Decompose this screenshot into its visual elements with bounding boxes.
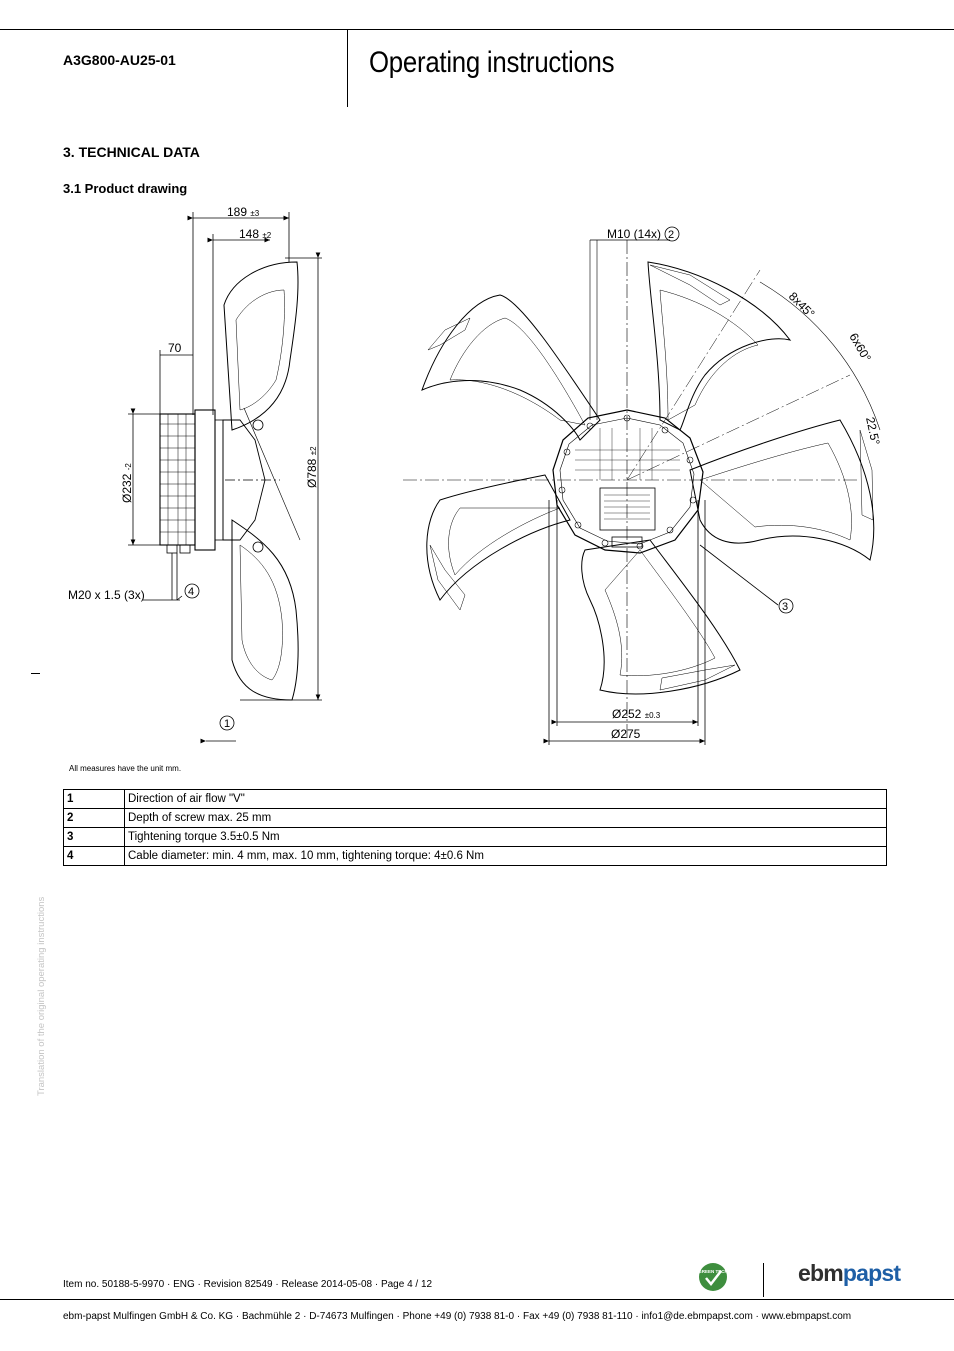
item-info: Item no. 50188-5-9970 · ENG · Revision 8… (63, 1279, 433, 1290)
legend-text: Tightening torque 3.5±0.5 Nm (124, 827, 887, 847)
units-note: All measures have the unit mm. (69, 764, 182, 773)
table-row: 3 Tightening torque 3.5±0.5 Nm (63, 827, 887, 847)
legend-text: Depth of screw max. 25 mm (124, 808, 887, 828)
footer-address: ebm-papst Mulfingen GmbH & Co. KG · Bach… (63, 1311, 852, 1322)
dim-70-label: 70 (168, 341, 182, 355)
front-view (403, 226, 881, 745)
margin-mark (31, 673, 40, 674)
fan-blades (421, 261, 875, 695)
product-drawing: 189 ±3 148 ±2 70 Ø232 -2 Ø788 ±2 M20 x 1… (68, 205, 883, 745)
dim-189-label: 189 ±3 (227, 205, 260, 219)
angle-8x45-label: 8x45° (786, 289, 818, 321)
section-heading: 3. TECHNICAL DATA (63, 144, 200, 160)
dim-232-label: Ø232 -2 (120, 463, 134, 503)
legend-number: 2 (63, 808, 125, 828)
green-tech-badge-icon: GREEN TECH (698, 1263, 728, 1291)
table-row: 1 Direction of air flow "V" (63, 789, 887, 809)
callout-4: 4 (188, 586, 194, 598)
table-row: 2 Depth of screw max. 25 mm (63, 808, 887, 828)
legend-number: 4 (63, 846, 125, 866)
legend-number: 1 (63, 789, 125, 809)
brand-logo: ebmpapst (798, 1260, 901, 1286)
header-top-rule (0, 29, 954, 30)
dim-275-label: Ø275 (611, 727, 641, 741)
dim-788-label: Ø788 ±2 (305, 446, 319, 488)
cable-gland-label: M20 x 1.5 (3x) (68, 588, 145, 602)
callout-2: 2 (668, 229, 674, 241)
dim-148-label: 148 ±2 (239, 227, 272, 241)
footer-rule (0, 1299, 954, 1300)
angle-22-5-label: 22.5° (863, 416, 883, 447)
legend-number: 3 (63, 827, 125, 847)
side-view (128, 212, 322, 744)
screw-label: M10 (14x) (607, 227, 661, 241)
callout-3: 3 (782, 601, 788, 613)
legend-text: Direction of air flow "V" (124, 789, 887, 809)
document-title: Operating instructions (369, 46, 615, 79)
subsection-heading: 3.1 Product drawing (63, 181, 188, 196)
table-row: 4 Cable diameter: min. 4 mm, max. 10 mm,… (63, 846, 887, 866)
translation-note: Translation of the original operating in… (36, 896, 47, 1096)
footer-logo-divider (763, 1263, 764, 1297)
legend-table: 1 Direction of air flow "V" 2 Depth of s… (63, 789, 887, 866)
model-number: A3G800-AU25-01 (63, 52, 176, 68)
legend-text: Cable diameter: min. 4 mm, max. 10 mm, t… (124, 846, 887, 866)
callout-1: 1 (224, 718, 230, 730)
angle-6x60-label: 6x60° (846, 331, 874, 365)
svg-text:GREEN TECH: GREEN TECH (698, 1269, 728, 1274)
dim-252-label: Ø252 ±0.3 (612, 707, 661, 721)
header-divider (347, 29, 348, 107)
